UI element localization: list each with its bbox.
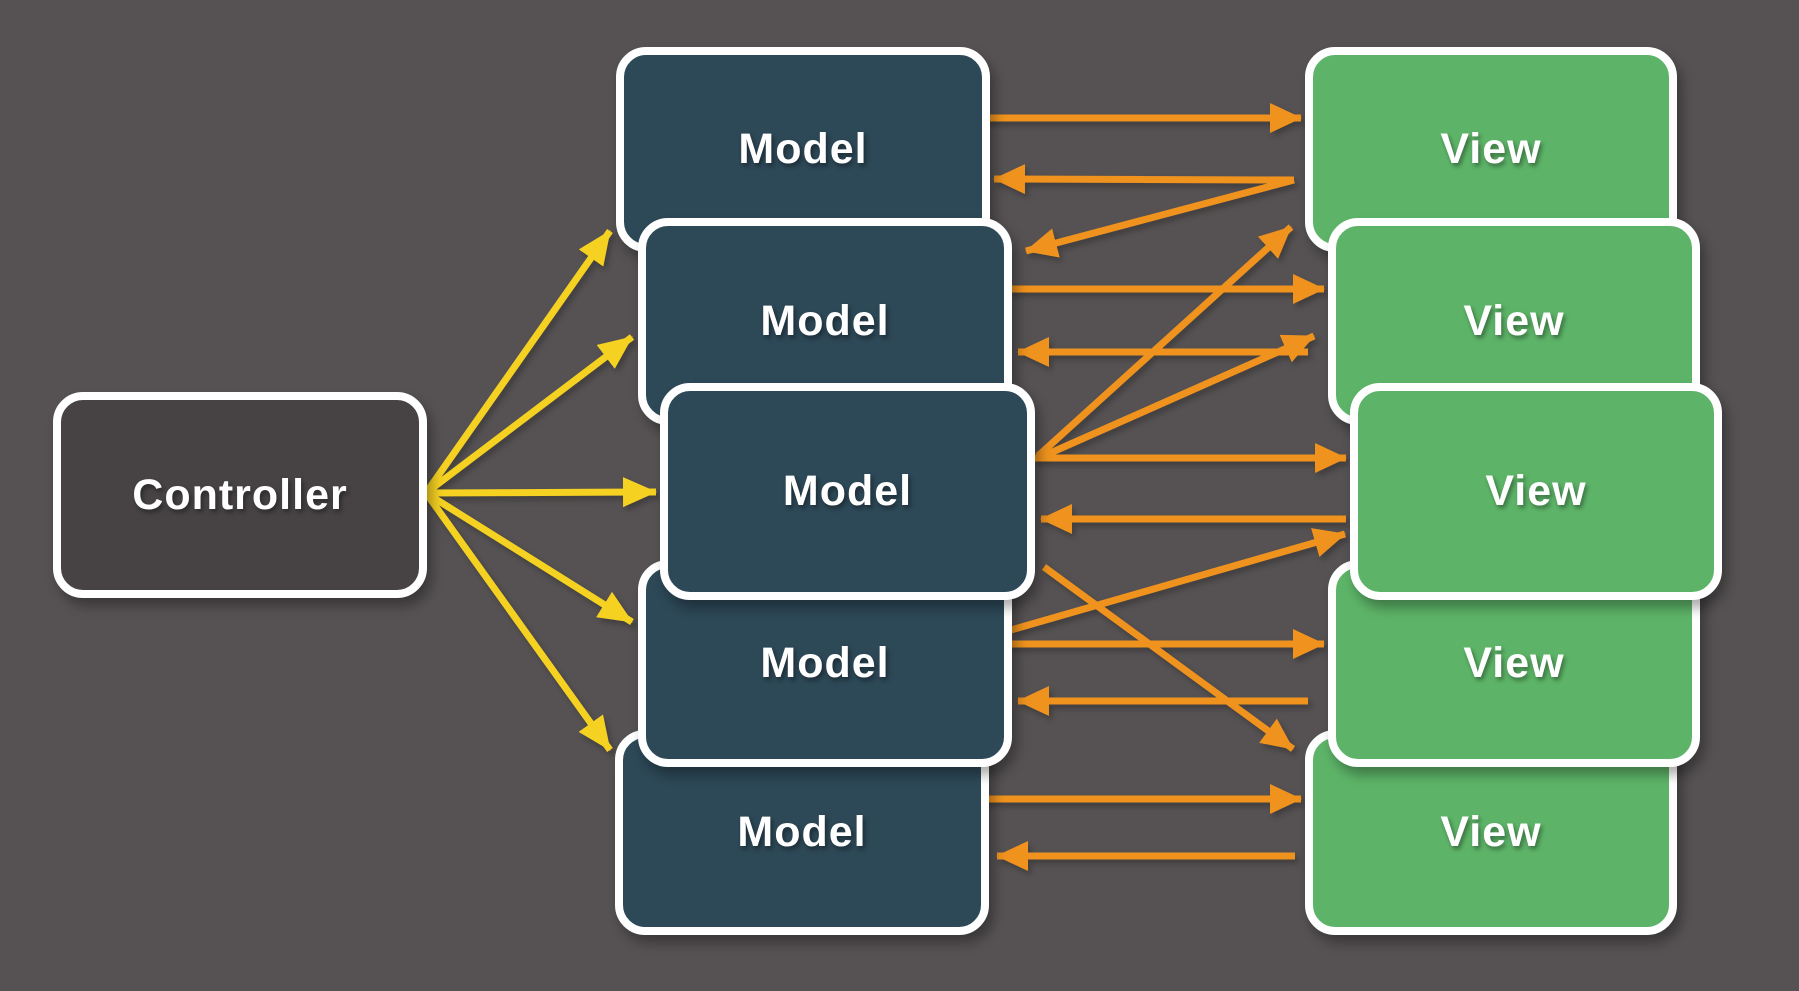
arrow-controller-to-model-5: [423, 490, 613, 753]
arrow-view-1-to-model-2: [1025, 176, 1295, 258]
model-1-node: Model: [616, 47, 990, 252]
model-1-label: Model: [738, 125, 868, 173]
controller-label: Controller: [132, 470, 348, 519]
arrow-controller-to-model-2: [423, 334, 635, 496]
view-3-node: View: [1350, 383, 1722, 600]
model-3-label: Model: [782, 467, 913, 515]
model-3-node: Model: [660, 383, 1035, 600]
controller-node: Controller: [53, 392, 427, 598]
arrow-model-4-to-view-3: [1010, 528, 1346, 634]
view-2-label: View: [1463, 297, 1565, 345]
arrow-view-1-to-model-1: [993, 164, 1295, 195]
model-5-label: Model: [737, 808, 867, 856]
view-3-label: View: [1485, 467, 1587, 515]
arrow-model-3-to-view-2: [1037, 332, 1316, 462]
arrow-model-3-to-view-5: [1041, 564, 1296, 752]
view-4-label: View: [1463, 639, 1565, 687]
view-1-label: View: [1440, 125, 1542, 173]
arrow-controller-to-model-3: [425, 477, 657, 508]
view-5-label: View: [1440, 808, 1542, 856]
view-1-node: View: [1305, 47, 1677, 252]
model-2-label: Model: [760, 297, 890, 345]
arrow-controller-to-model-4: [424, 490, 634, 625]
arrow-controller-to-model-1: [423, 228, 613, 496]
arrow-model-3-to-view-1: [1035, 224, 1294, 459]
model-4-label: Model: [760, 639, 890, 687]
